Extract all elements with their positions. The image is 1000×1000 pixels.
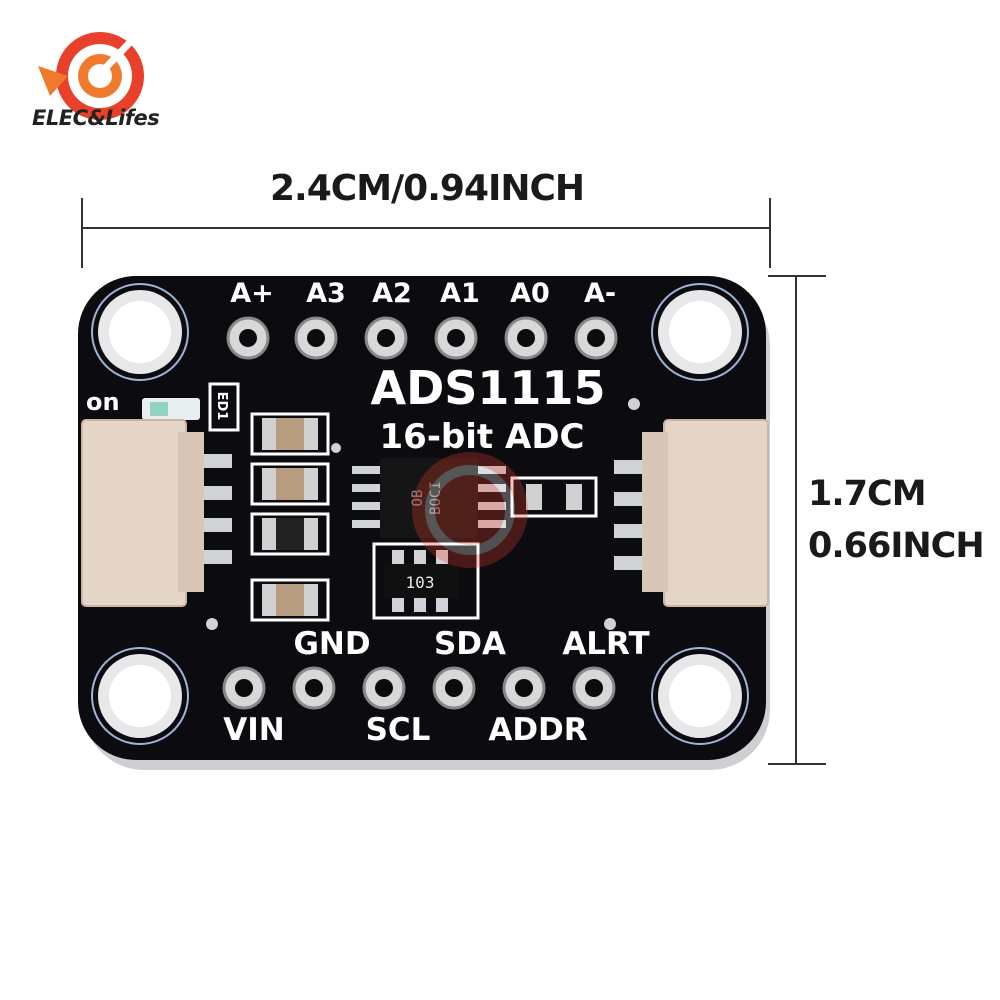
power-led: ED1 bbox=[142, 382, 240, 432]
pin-label-a3: A3 bbox=[306, 278, 346, 309]
watermark-logo-icon bbox=[412, 452, 528, 568]
resistor-marking: 103 bbox=[406, 573, 435, 592]
chip-marking-2: BOCI bbox=[428, 481, 444, 515]
pin-label-a-plus: A+ bbox=[230, 278, 274, 309]
logo-swoosh bbox=[38, 66, 68, 96]
vias bbox=[206, 398, 640, 630]
right-connector bbox=[614, 419, 769, 607]
pin-label-a2: A2 bbox=[372, 278, 412, 309]
mounting-hole bbox=[91, 283, 189, 381]
pin-label-a0: A0 bbox=[510, 278, 550, 309]
top-pin-header: A+ A3 A2 A1 A0 A- bbox=[226, 278, 618, 360]
width-dimension-line bbox=[81, 198, 771, 268]
logo-arrow-head bbox=[123, 27, 145, 49]
pin-label-a1: A1 bbox=[440, 278, 480, 309]
height-dimension-inch-label: 0.66INCH bbox=[808, 526, 985, 566]
power-label: on bbox=[86, 388, 120, 416]
board-title: ADS1115 bbox=[371, 361, 606, 415]
resistor-network: 103 bbox=[372, 542, 480, 620]
mounting-hole bbox=[651, 647, 749, 745]
bottom-pin-header: GND SDA ALRT VIN SCL ADDR bbox=[222, 626, 650, 748]
left-connector bbox=[81, 419, 232, 607]
board-subtitle: 16-bit ADC bbox=[380, 417, 585, 457]
logo-arrow bbox=[90, 32, 140, 84]
adc-chip: OB BOCI bbox=[352, 458, 506, 538]
smd-capacitors bbox=[250, 412, 330, 622]
mounting-holes bbox=[91, 283, 749, 745]
chip-marking-1: OB bbox=[410, 490, 426, 507]
brand-name: ELEC&Lifes bbox=[32, 106, 160, 130]
mounting-hole bbox=[91, 647, 189, 745]
smd-resistor bbox=[510, 476, 598, 518]
brand-logo-icon bbox=[38, 27, 145, 120]
pin-label-vin: VIN bbox=[223, 712, 284, 748]
width-dimension-label: 2.4CM/0.94INCH bbox=[270, 168, 585, 209]
mounting-hole bbox=[651, 283, 749, 381]
pin-label-gnd: GND bbox=[293, 626, 370, 662]
height-dimension-line bbox=[768, 275, 826, 765]
pin-label-addr: ADDR bbox=[488, 712, 587, 748]
pin-label-scl: SCL bbox=[366, 712, 431, 748]
pin-label-sda: SDA bbox=[434, 626, 506, 662]
height-dimension-cm-label: 1.7CM bbox=[808, 474, 927, 514]
pin-label-a-minus: A- bbox=[584, 278, 616, 309]
pin-label-alrt: ALRT bbox=[562, 626, 649, 662]
led-marking: ED1 bbox=[214, 392, 229, 421]
